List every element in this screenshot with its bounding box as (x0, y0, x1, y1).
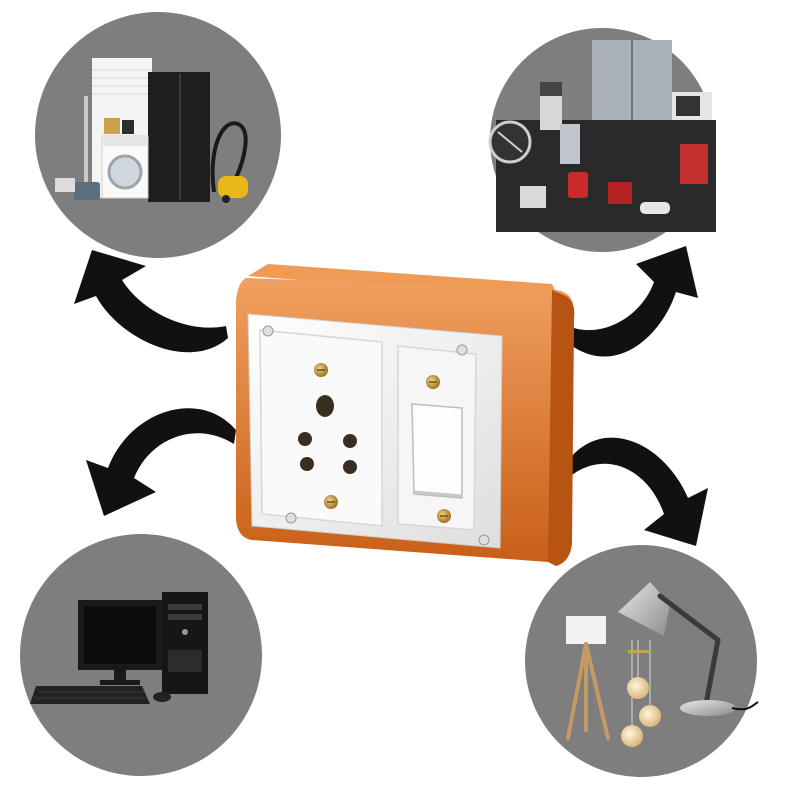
rocker-switch[interactable] (411, 403, 463, 499)
home-appliances-group (35, 12, 281, 258)
screw-plate-tr (456, 344, 468, 356)
desk-lamp-arm-lower (703, 637, 721, 707)
pendant-light-2 (639, 705, 661, 727)
heater (680, 144, 708, 184)
lamps-circle (525, 545, 757, 777)
computer-group (20, 534, 262, 776)
steamer-pole (84, 96, 88, 188)
screw-plate-tl (262, 325, 274, 337)
appliance-cluster (496, 120, 716, 232)
vacuum-cleaner (218, 176, 248, 198)
mixer (540, 96, 562, 130)
socket-hole-4 (343, 460, 357, 474)
pendant-light-1 (627, 677, 649, 699)
socket-module (259, 329, 383, 527)
arrow-to-kitchen-electronics (562, 246, 698, 357)
power-button (182, 629, 188, 635)
water-purifier (560, 124, 580, 164)
kitchen-electronics-group (488, 28, 716, 252)
red-kettle (568, 172, 588, 198)
toaster-silver (520, 186, 546, 208)
scale (55, 178, 75, 192)
arrow-to-home-appliances (74, 250, 228, 353)
screw-plate-bl (285, 512, 297, 524)
screws (262, 325, 490, 546)
socket-hole-earth (316, 395, 334, 417)
lamps-group (525, 545, 759, 777)
vacuum-hose (210, 121, 248, 193)
socket-hole-2 (343, 434, 357, 448)
switch-socket-board (236, 264, 575, 566)
mouse (153, 692, 171, 702)
pendant-light-3 (621, 725, 643, 747)
iron (640, 202, 670, 214)
toaster (104, 118, 120, 134)
floor-lamp-shade (566, 616, 606, 644)
floor-lamp-tripod (566, 642, 610, 740)
keyboard (30, 686, 150, 704)
steamer-base (74, 182, 100, 200)
socket-hole-1 (298, 432, 312, 446)
washing-machine-door (107, 154, 143, 190)
red-mixer (608, 182, 632, 204)
arrow-to-computer (86, 408, 236, 516)
desk-lamp-shade (618, 582, 670, 636)
arrows (74, 246, 708, 546)
socket-hole-3 (300, 457, 314, 471)
desk-lamp-arm-upper (657, 593, 721, 643)
box-right-edge (548, 290, 575, 566)
arrow-to-lamps (564, 437, 708, 546)
screw-plate-br (478, 534, 490, 546)
desk-lamp-cord (731, 701, 759, 711)
monitor-screen (84, 606, 156, 664)
kettle (122, 120, 134, 134)
desk-lamp-base (680, 700, 736, 716)
